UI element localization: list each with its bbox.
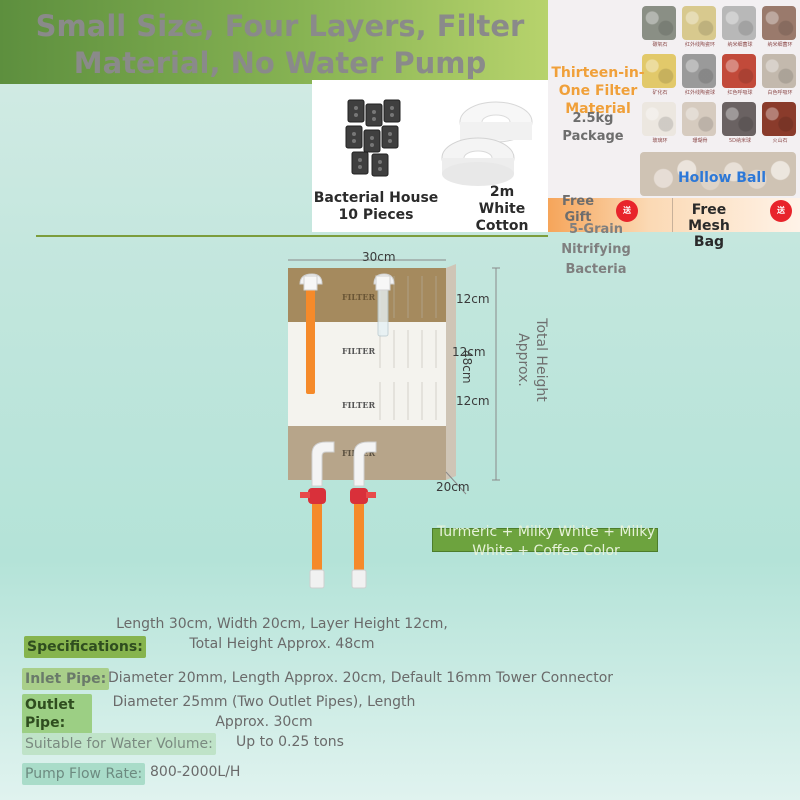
filter-box-illustration: FILTER FILTER FILTER FILTER (288, 259, 500, 589)
filter-material-caption: 纳米细菌环 (767, 42, 793, 48)
layer-height-dimension: 12cm (456, 394, 490, 408)
filter-material-sample (762, 102, 796, 136)
width-dimension: 30cm (362, 250, 396, 264)
filter-material-sample (762, 54, 796, 88)
gift-badge: 送 (770, 200, 792, 222)
section-divider (36, 235, 548, 237)
filter-material-sample (682, 54, 716, 88)
layer-height-dimension: 12cm (452, 345, 486, 359)
spec-value-pump-flow: 800-2000L/H (150, 764, 241, 780)
filter-material-caption: 火山石 (772, 138, 788, 144)
spec-value-specifications: Length 30cm, Width 20cm, Layer Height 12… (116, 616, 448, 652)
header-banner (0, 0, 548, 84)
spec-label-outlet-pipe: Outlet Pipe: (22, 694, 92, 734)
filter-material-sample (642, 6, 676, 40)
filter-material-sample (642, 54, 676, 88)
nitrifying-bacteria-label: 5-Grain Nitrifying Bacteria (561, 222, 631, 277)
total-height-dimension: 48cm (460, 350, 474, 384)
filter-material-sample (642, 102, 676, 136)
bacterial-house-image (345, 99, 401, 177)
filter-material-caption: 红外线陶瓷球 (684, 90, 715, 96)
white-cotton-image (441, 101, 533, 186)
gift-divider (672, 198, 673, 232)
filter-material-sample (762, 6, 796, 40)
layer-height-dimension: 12cm (456, 292, 490, 306)
filter-material-caption: 白色呼吸环 (767, 90, 793, 96)
gift-badge: 送 (616, 200, 638, 222)
page-title: Small Size, Four Layers, Filter Material… (35, 9, 525, 80)
filter-logo: FILTER (342, 292, 375, 302)
filter-material-caption: 纳米细菌球 (727, 42, 753, 48)
valve (350, 488, 368, 504)
filter-material-caption: 5D纳米球 (728, 138, 752, 144)
total-height-label: Total Height Approx. (515, 318, 549, 402)
free-gift-strip (548, 198, 800, 232)
filter-material-caption: 矿化石 (652, 90, 668, 96)
free-gift-label: Free Gift (561, 194, 595, 225)
white-cotton-label: 2m White Cotton (475, 184, 529, 234)
filter-material-sample (682, 102, 716, 136)
filter-logo: FILTER (342, 400, 375, 410)
bacterial-house-label: Bacterial House 10 Pieces (313, 190, 439, 223)
spec-value-inlet-pipe: Diameter 20mm, Length Approx. 20cm, Defa… (108, 670, 614, 686)
filter-material-caption: 红色呼吸球 (727, 90, 753, 96)
color-option-band (432, 528, 658, 552)
filter-material-caption: 红外线陶瓷环 (684, 42, 715, 48)
outlet-pipe (312, 502, 322, 574)
filter-material-sample (722, 54, 756, 88)
spec-value-outlet-pipe: Diameter 25mm (Two Outlet Pipes), Length… (112, 694, 416, 730)
depth-dimension: 20cm (436, 480, 470, 494)
hollow-ball-image (640, 152, 796, 196)
color-option-text: Turmeric + Milky White + Milky White + C… (436, 524, 656, 559)
filter-material-caption: 珊瑚骨 (692, 138, 708, 144)
spec-label-water-volume: Suitable for Water Volume: (22, 733, 216, 755)
inlet-pipe (306, 284, 315, 394)
free-mesh-bag-label: Free Mesh Bag (688, 202, 730, 250)
filter-logo: FILTER (342, 346, 375, 356)
spec-value-water-volume: Up to 0.25 tons (236, 734, 344, 750)
spec-label-specifications: Specifications: (24, 636, 146, 658)
spec-label-inlet-pipe: Inlet Pipe: (22, 668, 110, 690)
filter-material-sample (682, 6, 716, 40)
filter-material-package: 2.5kg Package (562, 111, 624, 144)
filter-material-caption: 碳氧石 (652, 42, 668, 48)
valve (308, 488, 326, 504)
filter-material-title: Thirteen-in-One Filter Material (551, 65, 645, 117)
outlet-pipe (354, 502, 364, 574)
hollow-ball-label: Hollow Ball (677, 170, 767, 186)
filter-material-caption: 玻璃环 (652, 138, 668, 144)
spec-label-pump-flow: Pump Flow Rate: (22, 763, 146, 785)
filter-material-sample (722, 102, 756, 136)
filter-material-sample (722, 6, 756, 40)
